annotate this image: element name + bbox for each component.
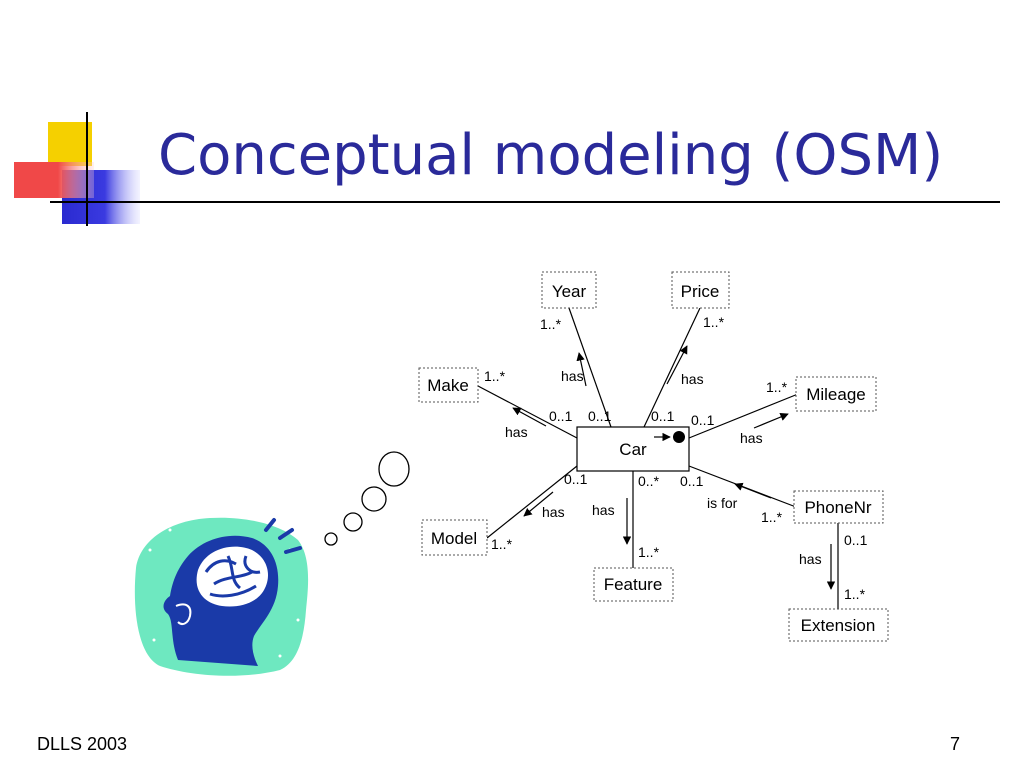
entity-price: Price <box>681 282 720 301</box>
card-feature: 1..* <box>638 544 660 560</box>
rel-label-price: has <box>681 371 704 387</box>
card-price: 1..* <box>703 314 725 330</box>
card-car-price: 0..1 <box>651 408 675 424</box>
rel-label-extension: has <box>799 551 822 567</box>
rel-line-car-make <box>477 385 578 439</box>
card-car-phonenr: 0..1 <box>680 473 704 489</box>
entity-mileage: Mileage <box>806 385 866 404</box>
card-car-feature: 0..* <box>638 473 660 489</box>
card-model: 1..* <box>491 536 513 552</box>
slide-title: Conceptual modeling (OSM) <box>158 123 944 188</box>
reading-arrow-make <box>512 407 547 427</box>
rel-line-car-model <box>486 465 578 539</box>
rel-label-make: has <box>505 424 528 440</box>
card-year: 1..* <box>540 316 562 332</box>
reading-arrow-year <box>576 352 587 387</box>
rel-line-car-year <box>568 307 612 428</box>
card-extension: 1..* <box>844 586 866 602</box>
rel-line-car-price <box>643 307 701 428</box>
object-set-dot-icon <box>673 431 685 443</box>
rel-label-mileage: has <box>740 430 763 446</box>
reading-arrow-price <box>666 345 688 385</box>
entity-car: Car <box>619 440 647 459</box>
rel-label-feature: has <box>592 502 615 518</box>
entity-box-mileage <box>795 376 877 412</box>
reading-arrow-model <box>523 491 554 517</box>
rel-label-phonenr: is for <box>707 495 738 511</box>
rel-line-car-mileage <box>688 393 799 439</box>
entity-year: Year <box>552 282 587 301</box>
card-make: 1..* <box>484 368 506 384</box>
entity-feature: Feature <box>604 575 663 594</box>
entity-make: Make <box>427 376 469 395</box>
footer-label: DLLS 2003 <box>37 734 128 754</box>
entity-box-extension <box>788 608 889 642</box>
entity-box-feature <box>593 567 674 602</box>
thinking-head-icon <box>134 517 309 676</box>
rel-label-model: has <box>542 504 565 520</box>
page-number: 7 <box>950 734 961 754</box>
entity-box-model <box>421 519 488 556</box>
card-car-year: 0..1 <box>588 408 612 424</box>
entity-box-year <box>541 271 597 309</box>
entity-box-make <box>418 367 479 403</box>
card-car-mileage: 0..1 <box>691 412 715 428</box>
card-phonenr-extension: 0..1 <box>844 532 868 548</box>
entity-box-price <box>671 271 730 309</box>
entity-phonenr: PhoneNr <box>804 498 871 517</box>
card-mileage: 1..* <box>766 379 788 395</box>
reading-arrow-phonenr <box>734 482 772 499</box>
entity-box-phonenr <box>793 490 884 524</box>
entity-model: Model <box>431 529 477 548</box>
rel-label-year: has <box>561 368 584 384</box>
thought-bubble-icon <box>324 451 410 546</box>
card-phonenr: 1..* <box>761 509 783 525</box>
card-car-model: 0..1 <box>564 471 588 487</box>
reading-arrow-mileage <box>753 412 789 429</box>
entity-extension: Extension <box>801 616 876 635</box>
title-decoration-icon <box>14 112 1000 226</box>
card-car-make: 0..1 <box>549 408 573 424</box>
